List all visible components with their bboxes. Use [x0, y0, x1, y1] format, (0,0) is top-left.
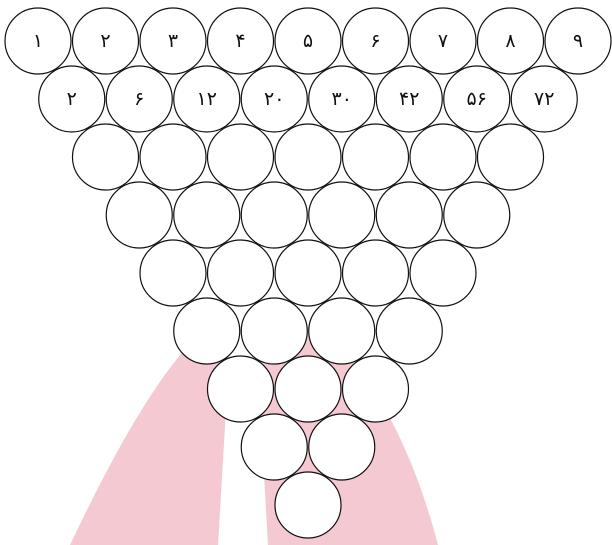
circle-cell: ۶	[106, 66, 172, 132]
cell-circle-shape	[376, 298, 442, 364]
cell-circle-shape	[343, 356, 409, 422]
cell-number: ٧	[438, 30, 448, 52]
cell-number: ۵	[303, 30, 313, 52]
cell-number: ١	[33, 30, 43, 52]
circle-cell	[208, 240, 274, 306]
circle-cell	[106, 182, 172, 248]
cell-circle-shape	[241, 182, 307, 248]
circle-cell: ۴٢	[376, 66, 442, 132]
circle-cell	[343, 356, 409, 422]
cell-circle-shape	[410, 240, 476, 306]
circle-cell	[376, 182, 442, 248]
cell-number: ٣٠	[332, 88, 352, 110]
circle-cell: ٢	[73, 8, 139, 74]
cell-circle-shape	[309, 298, 375, 364]
circle-cell: ٣	[140, 8, 206, 74]
circle-cell	[309, 414, 375, 480]
cell-circle-shape	[208, 356, 274, 422]
cell-circle-shape	[275, 124, 341, 190]
cell-circle-shape	[208, 124, 274, 190]
circle-cell	[241, 414, 307, 480]
cell-circle-shape	[309, 182, 375, 248]
cell-number: ٣	[168, 30, 178, 52]
cell-circle-shape	[140, 240, 206, 306]
cell-circle-shape	[275, 472, 341, 538]
cell-number: ۶	[370, 30, 380, 52]
circle-cell: ٨	[478, 8, 544, 74]
cell-number: ١٢	[197, 88, 217, 110]
cell-number: ٧٢	[534, 88, 554, 110]
circle-cell	[376, 298, 442, 364]
circle-cell: ٧	[410, 8, 476, 74]
cell-circle-shape	[343, 124, 409, 190]
cell-number: ٨	[505, 30, 515, 52]
circle-cell: ١	[5, 8, 71, 74]
circle-cell: ٩	[545, 8, 611, 74]
cell-circle-shape	[275, 356, 341, 422]
cell-number: ٢٠	[264, 88, 284, 110]
cell-circle-shape	[376, 182, 442, 248]
cell-circle-shape	[309, 414, 375, 480]
circle-cell	[309, 298, 375, 364]
circle-cell: ۴	[208, 8, 274, 74]
circle-cell	[309, 182, 375, 248]
circle-cell: ۵	[275, 8, 341, 74]
cell-circle-shape	[478, 124, 544, 190]
circle-cell	[478, 124, 544, 190]
circle-cell: ٣٠	[309, 66, 375, 132]
cell-number: ٩	[573, 30, 583, 52]
circle-cell	[275, 124, 341, 190]
cell-number: ٢	[100, 30, 110, 52]
circle-cell: ٧٢	[511, 66, 577, 132]
circle-cell	[140, 240, 206, 306]
circle-cell	[208, 124, 274, 190]
circle-cell	[241, 182, 307, 248]
cell-circle-shape	[410, 124, 476, 190]
cell-circle-shape	[241, 414, 307, 480]
cell-circle-shape	[343, 240, 409, 306]
cell-number: ۵۶	[467, 88, 487, 110]
circle-cell	[208, 356, 274, 422]
circle-cell	[343, 124, 409, 190]
cell-circle-shape	[106, 182, 172, 248]
circle-cell	[343, 240, 409, 306]
circle-cell	[241, 298, 307, 364]
cell-number: ۴	[235, 30, 245, 52]
circle-cell	[275, 472, 341, 538]
circle-cell	[73, 124, 139, 190]
circle-cell: ۵۶	[444, 66, 510, 132]
circle-cell	[275, 240, 341, 306]
cell-circle-shape	[444, 182, 510, 248]
cell-circle-shape	[174, 182, 240, 248]
circle-cell	[410, 124, 476, 190]
cell-number: ۴٢	[399, 88, 419, 110]
circle-cell	[174, 182, 240, 248]
cell-circle-shape	[241, 298, 307, 364]
circle-cell: ٢٠	[241, 66, 307, 132]
circle-cell: ٢	[39, 66, 105, 132]
circle-cell	[410, 240, 476, 306]
cell-circle-shape	[275, 240, 341, 306]
circle-cell	[140, 124, 206, 190]
cell-number: ٢	[67, 88, 77, 110]
cell-circle-shape	[208, 240, 274, 306]
cell-circle-shape	[140, 124, 206, 190]
circle-cell: ۶	[343, 8, 409, 74]
cell-circle-shape	[73, 124, 139, 190]
circle-cell	[174, 298, 240, 364]
cell-circle-shape	[174, 298, 240, 364]
circle-cell	[444, 182, 510, 248]
cell-number: ۶	[134, 88, 144, 110]
circle-cell: ١٢	[174, 66, 240, 132]
circle-cell	[275, 356, 341, 422]
